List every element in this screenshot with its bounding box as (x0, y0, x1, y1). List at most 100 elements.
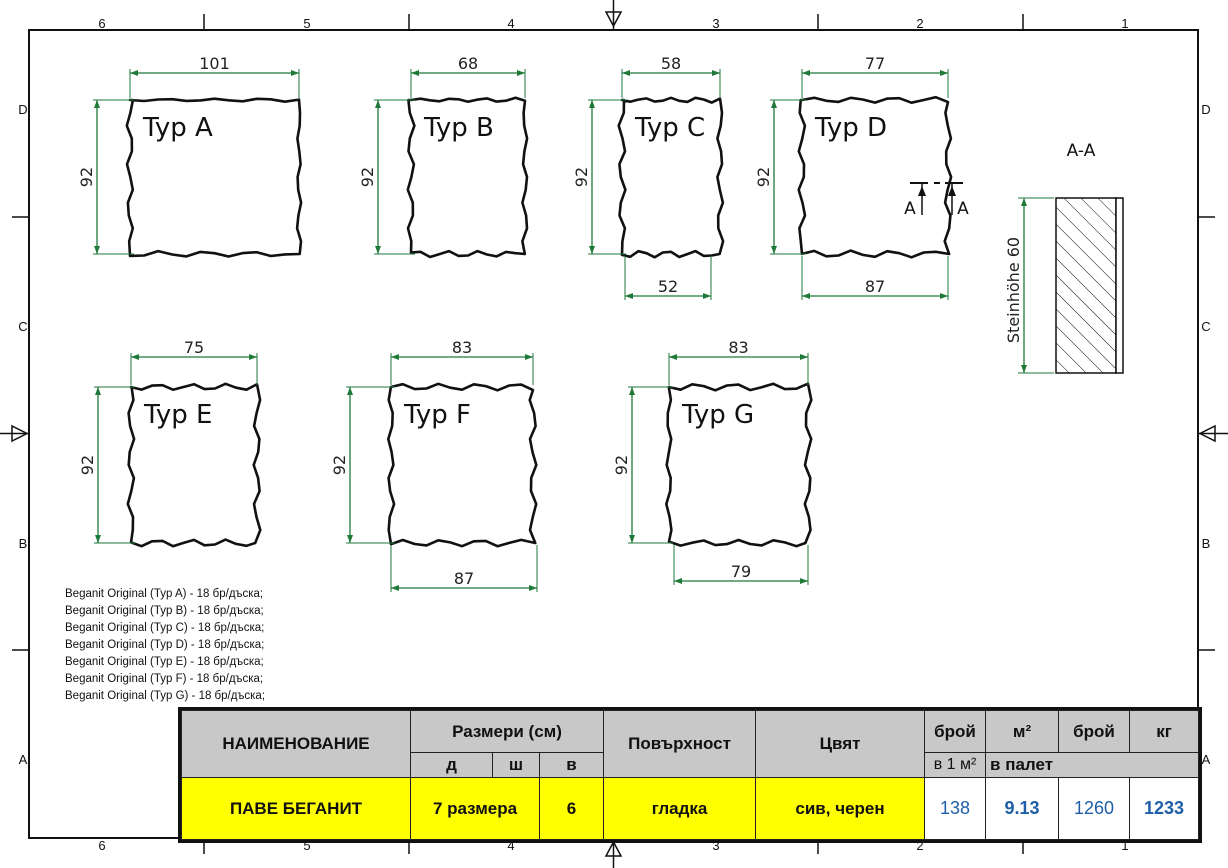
header-count: брой (924, 710, 987, 753)
row-zone-label-right: D (1201, 102, 1210, 117)
stone-typ-e: Typ E 75 92 (78, 338, 262, 548)
stone-top-width-dimension-label: 83 (452, 338, 472, 357)
row-zone-label-right: C (1201, 319, 1210, 334)
row-zone-label-right: B (1202, 536, 1211, 551)
specification-table: НАИМЕНОВАНИЕ Размери (см) Повърхност Цвя… (177, 707, 1203, 843)
stone-bottom-width-dimension-label: 52 (658, 277, 678, 296)
stone-type-label: Typ F (403, 400, 471, 430)
column-zone-label-top: 2 (916, 16, 923, 31)
stone-typ-b: Typ B 68 92 (358, 54, 529, 259)
row-sizes: 7 размера (410, 777, 540, 840)
header-per-pallet: в палет (985, 752, 1200, 778)
stone-top-width-dimension-label: 77 (865, 54, 885, 73)
column-zone-label-top: 6 (98, 16, 105, 31)
section-mark-right: A (957, 199, 969, 219)
row-zone-label-left: A (19, 752, 28, 767)
row-zone-label-right: A (1202, 752, 1211, 767)
column-zone-label-bottom: 1 (1121, 838, 1128, 853)
header-sizes: Размери (см) (409, 710, 605, 753)
column-zone-label-bottom: 3 (712, 838, 719, 853)
column-zone-label-bottom: 6 (98, 838, 105, 853)
column-zone-label-bottom: 5 (303, 838, 310, 853)
stone-top-width-dimension-label: 58 (661, 54, 681, 73)
stone-top-width-dimension-label: 68 (458, 54, 478, 73)
row-zone-label-left: D (18, 102, 27, 117)
header-count-pallet: брой (1058, 710, 1131, 753)
header-per-m2: в 1 м² (924, 752, 987, 778)
stone-typ-g: Typ G 83 92 79 (612, 338, 813, 585)
section-height-label: Steinhöhe 60 (1004, 237, 1023, 343)
header-kg: кг (1129, 710, 1200, 753)
stone-outline (797, 95, 953, 259)
header-width: ш (492, 752, 540, 778)
row-zone-label-left: C (18, 319, 27, 334)
header-length: д (410, 752, 493, 778)
stone-bottom-width-dimension-label: 87 (865, 277, 885, 296)
column-zone-label-bottom: 4 (507, 838, 514, 853)
stone-top-width-dimension-label: 101 (199, 54, 230, 73)
stone-outline (665, 382, 813, 548)
stone-top-width-dimension-label: 83 (728, 338, 748, 357)
section-mark-left: A (904, 199, 916, 219)
stone-height-dimension-label: 92 (78, 455, 97, 475)
column-zone-label-top: 1 (1121, 16, 1128, 31)
header-surface: Повърхност (603, 710, 757, 778)
stone-typ-a: Typ A 101 92 (77, 54, 303, 258)
stone-outline (125, 97, 303, 258)
stone-outline (387, 382, 538, 548)
section-hatched-body (1055, 197, 1117, 374)
header-color: Цвят (755, 710, 926, 778)
stone-height-dimension-label: 92 (330, 455, 349, 475)
stone-outline (406, 96, 529, 259)
stone-type-label: Typ A (142, 113, 213, 143)
header-height: в (538, 752, 605, 778)
section-edge-strip (1115, 197, 1124, 374)
stone-outline (126, 382, 262, 548)
stone-bottom-width-dimension-label: 79 (731, 562, 751, 581)
note-line: Beganit Original (Typ F) - 18 бр/дъска; (65, 673, 263, 685)
note-line: Beganit Original (Typ B) - 18 бр/дъска; (65, 605, 264, 617)
row-m2: 9.13 (985, 777, 1060, 840)
header-m2: м² (985, 710, 1060, 753)
note-line: Beganit Original (Typ D) - 18 бр/дъска; (65, 639, 264, 651)
stone-bottom-width-dimension-label: 87 (454, 569, 474, 588)
stone-height-dimension-label: 92 (612, 455, 631, 475)
row-surface: гладка (603, 777, 757, 840)
stone-type-label: Typ B (423, 113, 494, 143)
stone-height-dimension-label: 92 (358, 167, 377, 187)
stone-height-dimension-label: 92 (754, 167, 773, 187)
column-zone-label-top: 5 (303, 16, 310, 31)
stone-type-label: Typ E (143, 400, 212, 430)
column-zone-label-bottom: 2 (916, 838, 923, 853)
section-view-a-a: A-A Steinhöhe 60 (1004, 141, 1124, 374)
row-name: ПАВЕ БЕГАНИТ (181, 777, 411, 840)
header-name: НАИМЕНОВАНИЕ (181, 710, 411, 778)
stone-height-dimension-label: 92 (77, 167, 96, 187)
column-zone-label-top: 3 (712, 16, 719, 31)
row-per-m2: 138 (924, 777, 987, 840)
stone-outline (617, 96, 725, 259)
stone-typ-d: Typ D 77 92 87 (754, 54, 953, 300)
stone-height-dimension-label: 92 (572, 167, 591, 187)
row-kg: 1233 (1129, 777, 1200, 840)
row-height: 6 (538, 777, 605, 840)
column-zone-label-top: 4 (507, 16, 514, 31)
stone-type-label: Typ C (634, 113, 705, 143)
note-line: Beganit Original (Typ A) - 18 бр/дъска; (65, 588, 263, 600)
row-zone-label-left: B (19, 536, 28, 551)
section-title: A-A (1067, 141, 1096, 161)
note-line: Beganit Original (Typ G) - 18 бр/дъска; (65, 690, 265, 702)
row-color: сив, черен (755, 777, 926, 840)
stone-typ-c: Typ C 58 92 52 (572, 54, 725, 300)
stone-typ-f: Typ F 83 92 87 (330, 338, 538, 592)
stone-type-label: Typ D (814, 113, 887, 143)
note-line: Beganit Original (Typ E) - 18 бр/дъска; (65, 656, 264, 668)
stone-top-width-dimension-label: 75 (184, 338, 204, 357)
stone-type-label: Typ G (681, 400, 754, 430)
note-line: Beganit Original (Typ C) - 18 бр/дъска; (65, 622, 264, 634)
row-count: 1260 (1058, 777, 1131, 840)
